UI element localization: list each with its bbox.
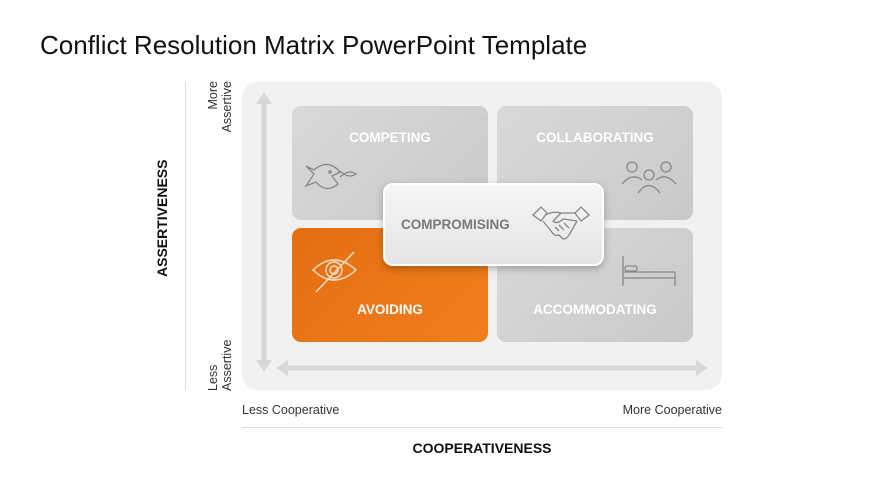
y-axis-line — [185, 82, 186, 390]
quadrant-compromising: COMPROMISING — [383, 183, 604, 266]
quadrant-label: COLLABORATING — [536, 130, 654, 145]
quadrant-label: AVOIDING — [357, 302, 423, 317]
y-axis-title: ASSERTIVENESS — [154, 159, 170, 277]
x-axis-left-label: Less Cooperative — [242, 403, 340, 417]
fish-icon — [304, 163, 358, 190]
label-line: More — [206, 81, 220, 110]
eye-slash-icon — [311, 251, 358, 293]
y-axis-bottom-label: Less Assertive — [206, 331, 234, 391]
quadrant-label: ACCOMMODATING — [533, 302, 657, 317]
quadrant-label: COMPETING — [349, 130, 431, 145]
y-axis-top-label: More Assertive — [206, 81, 234, 141]
label-line: Assertive — [220, 81, 234, 133]
label-line: Less — [206, 364, 220, 391]
x-axis-right-label: More Cooperative — [622, 403, 722, 417]
quadrant-label: COMPROMISING — [401, 217, 510, 232]
slide-title: Conflict Resolution Matrix PowerPoint Te… — [40, 30, 588, 60]
people-group-icon — [621, 161, 677, 194]
handshake-icon — [532, 206, 590, 240]
label-line: Assertive — [220, 339, 234, 391]
x-axis-title: COOPERATIVENESS — [412, 440, 552, 456]
x-axis-line — [242, 427, 722, 428]
bed-icon — [622, 256, 676, 286]
axis-arrows — [256, 92, 708, 376]
